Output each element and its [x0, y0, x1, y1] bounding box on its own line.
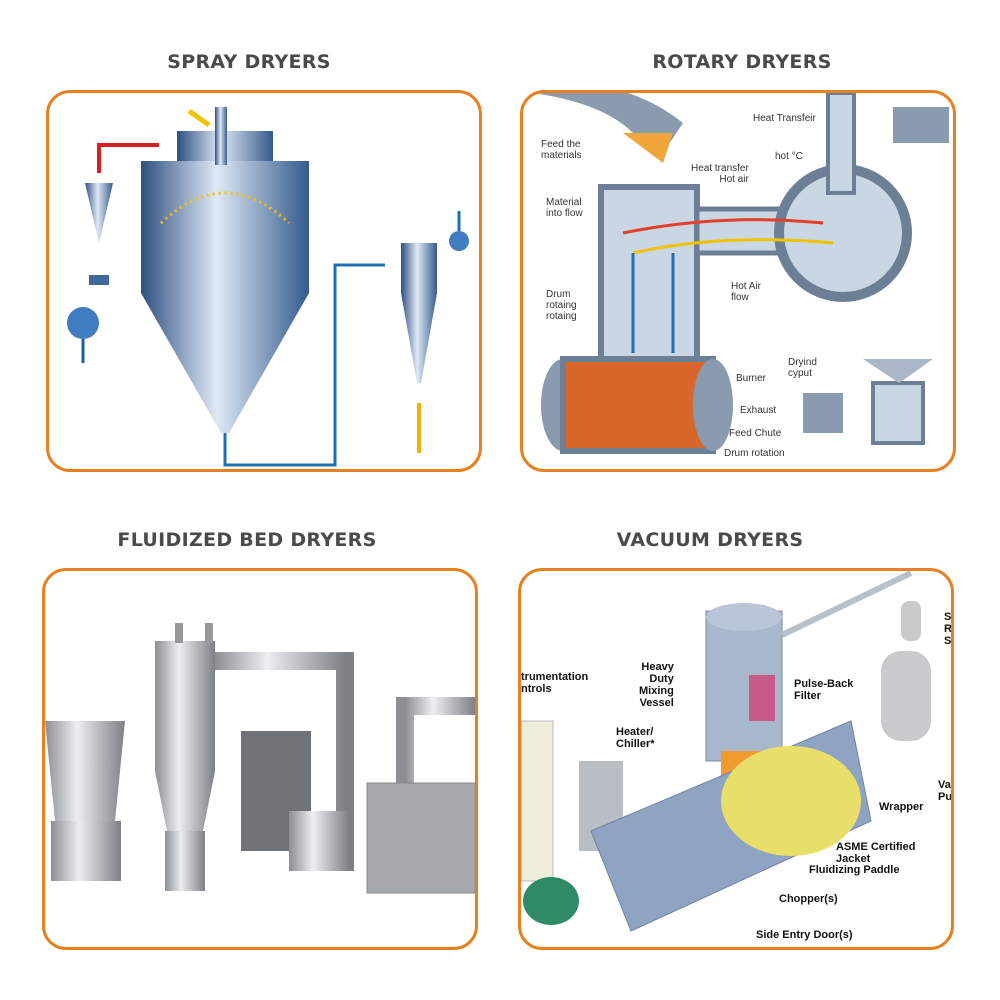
label-hot-c: hot °C [775, 151, 803, 162]
label-material-into-flow: Material into flow [546, 197, 583, 219]
vacuum-dryer-panel: trumentation ntrols Heavy Duty Mixing Ve… [518, 568, 954, 950]
spray-dryer-illustration [67, 107, 469, 467]
label-hot-air-flow: Hot Air flow [731, 281, 762, 303]
label-pulse-back-filter: Pulse-Back Filter [794, 678, 854, 702]
panel-title-rotary: ROTARY DRYERS [652, 51, 832, 73]
spray-dryer-panel [46, 90, 482, 472]
label-feed-materials: Feed the materials [541, 139, 582, 161]
label-heavy-duty-mixing-vessel: Heavy Duty Mixing Vessel [639, 661, 674, 709]
label-fluidizing-paddle: Fluidizing Paddle [809, 864, 900, 876]
label-heat-transfer-hot-air: Heat transfer Hot air [691, 163, 749, 185]
label-exhaust: Exhaust [740, 405, 777, 416]
label-heat-transfeir: Heat Transfeir [753, 113, 816, 124]
label-burner: Burner [736, 373, 767, 384]
label-feed-chute: Feed Chute [729, 428, 782, 439]
label-asme-certified-jacket: ASME Certified Jacket [836, 841, 916, 865]
label-drum-rotation: Drum rotation [724, 448, 785, 459]
label-drum-rotating: Drum rotaing rotaing [546, 289, 577, 322]
fluidized-bed-illustration [45, 623, 475, 894]
label-choppers: Chopper(s) [779, 893, 838, 905]
label-side-entry-doors: Side Entry Door(s) [756, 929, 853, 941]
fluidized-bed-dryer-panel [42, 568, 478, 950]
label-instrumentation-controls: trumentation ntrols [521, 671, 589, 695]
vacuum-dryer-illustration [521, 571, 931, 932]
label-wrapper: Wrapper [879, 801, 924, 813]
rotary-dryer-illustration [533, 93, 949, 454]
label-heater-chiller: Heater/ Chiller* [616, 726, 655, 750]
rotary-dryer-panel: Feed the materials Heat transfer Hot air… [520, 90, 956, 472]
panel-title-vacuum: VACUUM DRYERS [616, 529, 804, 551]
label-dryind-cyput: Dryind cyput [788, 357, 817, 379]
panel-title-spray: SPRAY DRYERS [167, 51, 331, 73]
label-solvent-recovery-system: So Re Sy [944, 611, 952, 647]
panel-title-fluidized: FLUIDIZED BED DRYERS [117, 529, 377, 551]
label-vacuum-pump: Va Pu [938, 779, 953, 803]
